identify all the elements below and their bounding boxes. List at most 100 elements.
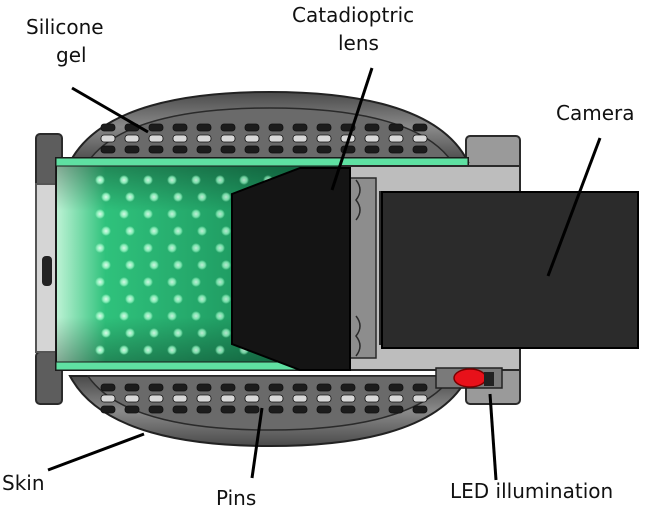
pin xyxy=(244,405,260,414)
pin-marker-dot xyxy=(143,345,153,355)
pin-marker-dot xyxy=(197,294,207,304)
pin-marker-dot xyxy=(143,311,153,321)
pin-marker-dot xyxy=(125,192,135,202)
pin xyxy=(244,394,260,403)
pin xyxy=(316,134,332,143)
pin-marker-dot xyxy=(143,277,153,287)
pin-marker-dot xyxy=(191,277,201,287)
pin-marker-dot xyxy=(101,328,111,338)
pin xyxy=(412,134,428,143)
pin xyxy=(268,123,284,132)
pin-marker-dot xyxy=(149,192,159,202)
leader-skin xyxy=(47,432,145,472)
pin xyxy=(172,134,188,143)
pin xyxy=(124,394,140,403)
pin-marker-dot xyxy=(167,345,177,355)
pin xyxy=(388,394,404,403)
pin xyxy=(172,394,188,403)
pin xyxy=(196,405,212,414)
pin-marker-dot xyxy=(119,175,129,185)
pin-marker-dot xyxy=(191,209,201,219)
pin xyxy=(172,145,188,154)
pin xyxy=(292,145,308,154)
pin xyxy=(268,145,284,154)
pin xyxy=(172,123,188,132)
pin-marker-dot xyxy=(95,175,105,185)
pin xyxy=(244,134,260,143)
pin-marker-dot xyxy=(215,311,225,321)
led xyxy=(435,367,503,389)
pin xyxy=(148,405,164,414)
pin-marker-dot xyxy=(125,294,135,304)
pin xyxy=(388,405,404,414)
label-pins: Pins xyxy=(216,486,256,509)
pin-marker-dot xyxy=(95,345,105,355)
pin xyxy=(148,394,164,403)
pin-marker-dot xyxy=(101,226,111,236)
pin-marker-dot xyxy=(125,328,135,338)
pin-marker-dot xyxy=(149,226,159,236)
pin-marker-dot xyxy=(191,175,201,185)
pin-marker-dot xyxy=(173,226,183,236)
pin-marker-dot xyxy=(215,277,225,287)
pin-marker-dot xyxy=(167,311,177,321)
pin-marker-dot xyxy=(239,175,249,185)
pin xyxy=(148,134,164,143)
camera-body xyxy=(381,191,639,349)
pin xyxy=(388,383,404,392)
pin-marker-dot xyxy=(119,243,129,253)
pin-marker-dot xyxy=(221,192,231,202)
label-silicone-gel-line2: gel xyxy=(56,43,87,67)
label-skin: Skin xyxy=(2,471,45,495)
pin-marker-dot xyxy=(101,260,111,270)
pin xyxy=(196,134,212,143)
pins-bottom xyxy=(100,383,428,414)
pin xyxy=(412,405,428,414)
pin xyxy=(220,134,236,143)
pin xyxy=(388,145,404,154)
pin xyxy=(172,405,188,414)
pin-marker-dot xyxy=(197,260,207,270)
pin xyxy=(340,405,356,414)
pin-marker-dot xyxy=(167,277,177,287)
pin-marker-dot xyxy=(215,345,225,355)
pin xyxy=(316,394,332,403)
pin-marker-dot xyxy=(215,243,225,253)
leader-catadioptric xyxy=(330,67,374,191)
pin xyxy=(364,394,380,403)
pin xyxy=(220,405,236,414)
leader-camera xyxy=(546,137,602,277)
pin xyxy=(292,134,308,143)
pin xyxy=(316,123,332,132)
pin-marker-dot xyxy=(143,175,153,185)
pin xyxy=(244,383,260,392)
pin xyxy=(388,123,404,132)
pin xyxy=(268,383,284,392)
pin xyxy=(292,123,308,132)
pin xyxy=(412,383,428,392)
pin xyxy=(364,123,380,132)
pin xyxy=(340,383,356,392)
pin-marker-dot xyxy=(119,311,129,321)
pin xyxy=(268,134,284,143)
pin xyxy=(148,383,164,392)
pin-marker-dot xyxy=(191,243,201,253)
leader-silicone-gel xyxy=(71,86,149,134)
pin xyxy=(220,123,236,132)
pin xyxy=(220,383,236,392)
pin-marker-dot xyxy=(191,345,201,355)
pin-marker-dot xyxy=(167,175,177,185)
pin xyxy=(388,134,404,143)
pin xyxy=(100,123,116,132)
pin-marker-dot xyxy=(173,328,183,338)
pin-marker-dot xyxy=(125,226,135,236)
pin-marker-dot xyxy=(95,277,105,287)
pin-marker-dot xyxy=(197,226,207,236)
pin xyxy=(364,145,380,154)
pin-marker-dot xyxy=(119,277,129,287)
pin-marker-dot xyxy=(197,192,207,202)
pin xyxy=(124,145,140,154)
pin xyxy=(148,145,164,154)
pin xyxy=(316,405,332,414)
pin xyxy=(124,134,140,143)
